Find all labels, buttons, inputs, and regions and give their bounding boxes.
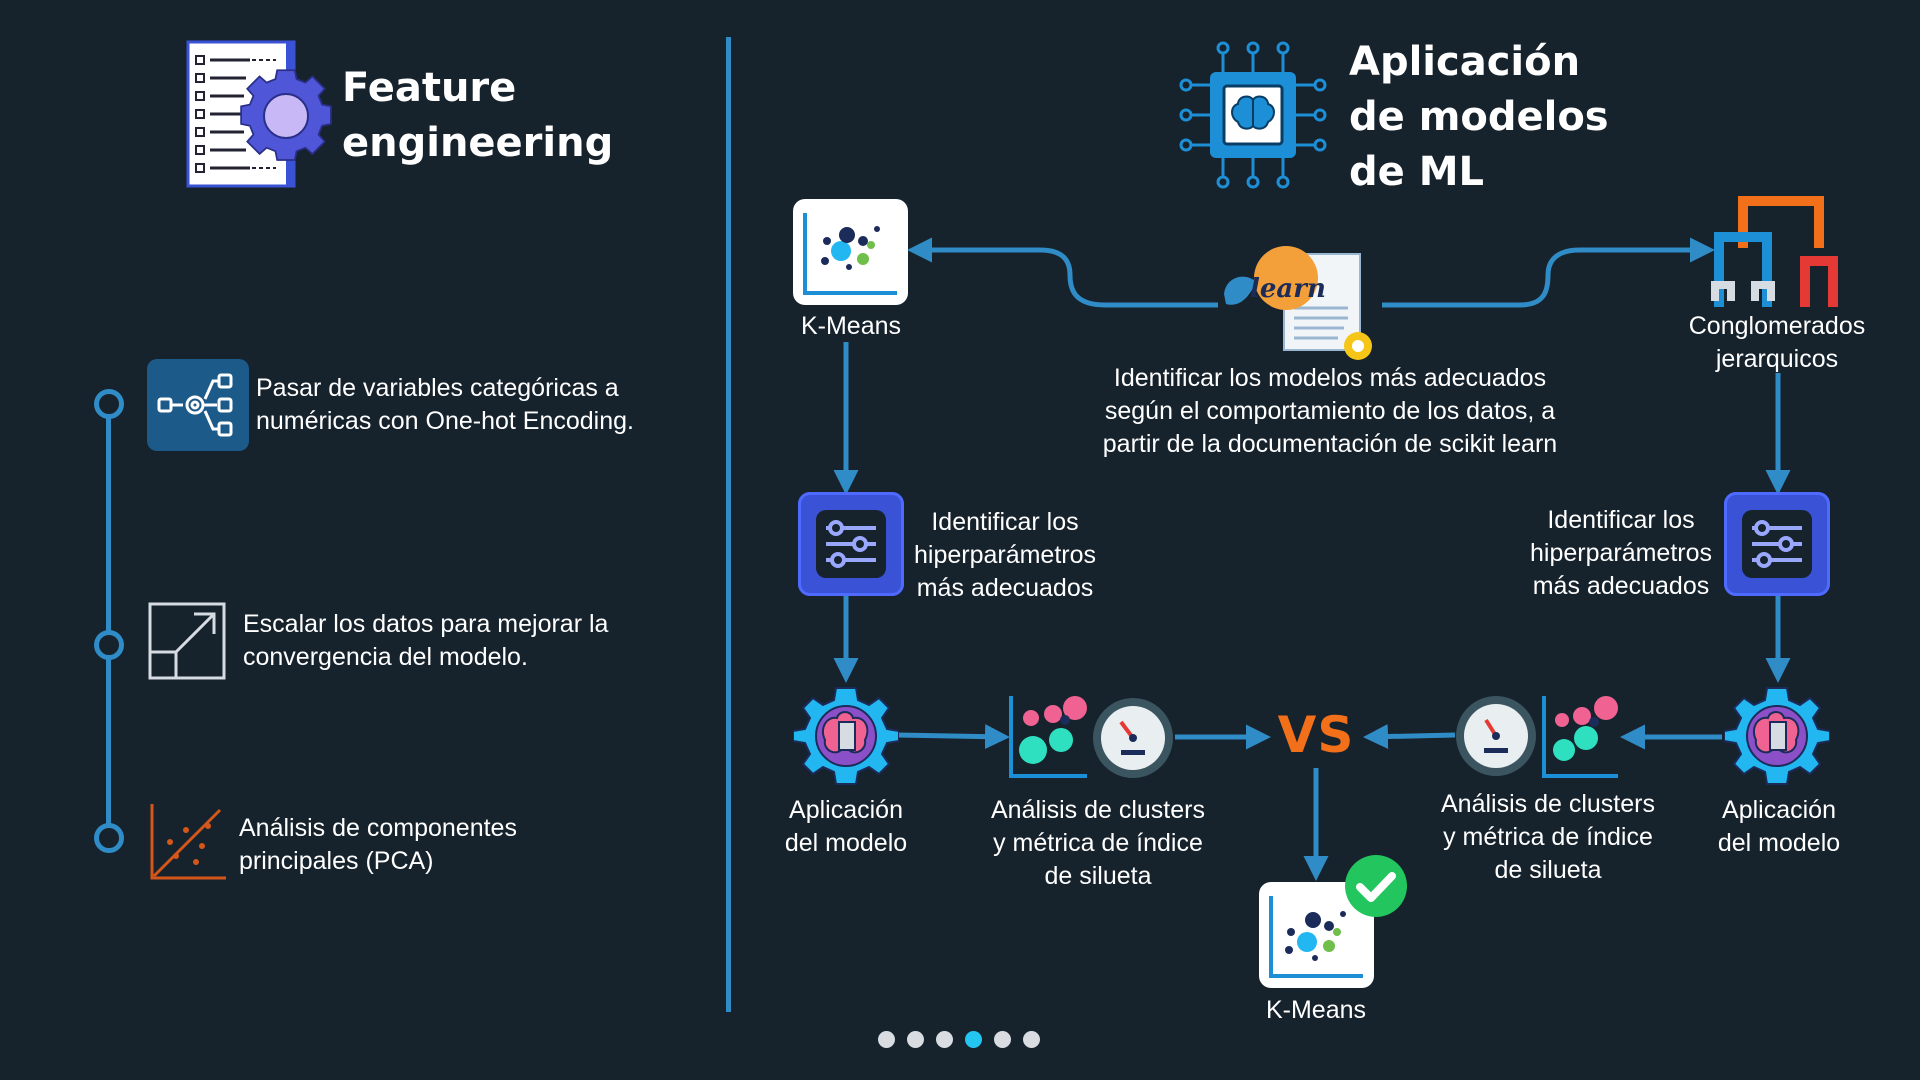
page-dot-active[interactable] [965, 1031, 982, 1048]
kmeans-tile-icon [793, 199, 908, 305]
check-icon [1344, 854, 1408, 918]
vs-label: VS [1277, 706, 1355, 764]
text-line: convergencia del modelo. [243, 643, 528, 671]
sklearn-description: Identificar los modelos más adecuados se… [1070, 362, 1590, 461]
text-line: numéricas con One-hot Encoding. [256, 407, 634, 435]
text-line: Aplicación [789, 796, 903, 824]
timeline-node [94, 630, 124, 660]
cluster-analysis-text: Análisis de clusters y métrica de índice… [968, 794, 1228, 893]
hierarchical-clustering-icon [1707, 193, 1842, 308]
arrow-sklearn-to-hier [1382, 237, 1715, 308]
text-line: Aplicación [1722, 796, 1836, 824]
cluster-analysis-icon [1007, 692, 1177, 782]
pagination [878, 1031, 1048, 1049]
cluster-analysis-icon [1456, 692, 1626, 782]
ml-title: Aplicación de modelos de ML [1349, 35, 1609, 200]
winner-kmeans-icon [1259, 882, 1374, 988]
text-line: según el comportamiento de los datos, a [1104, 397, 1556, 425]
text-line: hiperparámetros [1529, 539, 1713, 567]
apply-model-label: Aplicación del modelo [1689, 794, 1869, 860]
text-line: más adecuados [1532, 572, 1710, 600]
page-dot[interactable] [936, 1031, 953, 1048]
page-dot[interactable] [994, 1031, 1011, 1048]
text-line: más adecuados [916, 574, 1094, 602]
timeline-node [94, 823, 124, 853]
apply-model-label: Aplicación del modelo [756, 794, 936, 860]
arrow-sklearn-to-kmeans [907, 237, 1218, 308]
pca-icon [148, 802, 228, 882]
arrow-apply-to-analysis [897, 724, 1010, 750]
timeline-node [94, 389, 124, 419]
hyperparameter-icon [1724, 492, 1830, 596]
text-line: Identificar los [931, 508, 1079, 536]
ai-chip-icon [1178, 40, 1328, 190]
text-line: jerarquicos [1715, 345, 1839, 373]
text-line: y métrica de índice [1443, 823, 1653, 851]
title-line: de ML [1349, 149, 1484, 195]
section-divider [726, 37, 731, 1012]
page-dot[interactable] [1023, 1031, 1040, 1048]
text-line: Identificar los [1547, 506, 1695, 534]
hyperparameter-text: Identificar los hiperparámetros más adec… [895, 506, 1115, 605]
text-line: Análisis de clusters [991, 796, 1205, 824]
text-line: Pasar de variables categóricas a [256, 374, 619, 402]
brain-gear-icon [792, 684, 900, 788]
feature-engineering-title: Feature engineering [342, 61, 613, 171]
one-hot-encoding-icon [147, 359, 249, 451]
hierarchical-label: Conglomerados jerarquicos [1672, 310, 1882, 376]
text-line: de silueta [1494, 856, 1602, 884]
text-line: Escalar los datos para mejorar la [243, 610, 609, 638]
title-line: engineering [342, 120, 614, 166]
text-line: del modelo [1717, 829, 1841, 857]
timeline-line [106, 402, 111, 834]
text-line: Análisis de componentes [239, 814, 517, 842]
winner-kmeans-label: K-Means [1265, 996, 1367, 1024]
brain-gear-icon [1723, 684, 1831, 788]
hyperparameter-icon [798, 492, 904, 596]
text-line: de silueta [1044, 862, 1152, 890]
scale-icon [148, 602, 228, 682]
step-pca-text: Análisis de componentes principales (PCA… [239, 812, 517, 878]
step-onehot-text: Pasar de variables categóricas a numéric… [256, 372, 634, 438]
text-line: principales (PCA) [239, 847, 434, 875]
text-line: Identificar los modelos más adecuados [1113, 364, 1547, 392]
page-dot[interactable] [878, 1031, 895, 1048]
text-line: hiperparámetros [913, 541, 1097, 569]
sklearn-logo-text: learn [1250, 274, 1326, 304]
text-line: Conglomerados [1688, 312, 1866, 340]
text-line: y métrica de índice [993, 829, 1203, 857]
title-line: de modelos [1349, 94, 1609, 140]
sklearn-logo: learn [1220, 246, 1380, 370]
title-line: Feature [342, 65, 517, 111]
cluster-analysis-text: Análisis de clusters y métrica de índice… [1418, 788, 1678, 887]
text-line: partir de la documentación de scikit lea… [1102, 430, 1558, 458]
page-dot[interactable] [907, 1031, 924, 1048]
text-line: del modelo [784, 829, 908, 857]
kmeans-label: K-Means [800, 312, 902, 340]
text-line: Análisis de clusters [1441, 790, 1655, 818]
arrow-analysis-to-vs-right [1363, 724, 1456, 750]
step-scale-text: Escalar los datos para mejorar la conver… [243, 608, 608, 674]
feature-engineering-icon [186, 40, 336, 190]
title-line: Aplicación [1349, 39, 1581, 85]
hyperparameter-text: Identificar los hiperparámetros más adec… [1511, 504, 1731, 603]
